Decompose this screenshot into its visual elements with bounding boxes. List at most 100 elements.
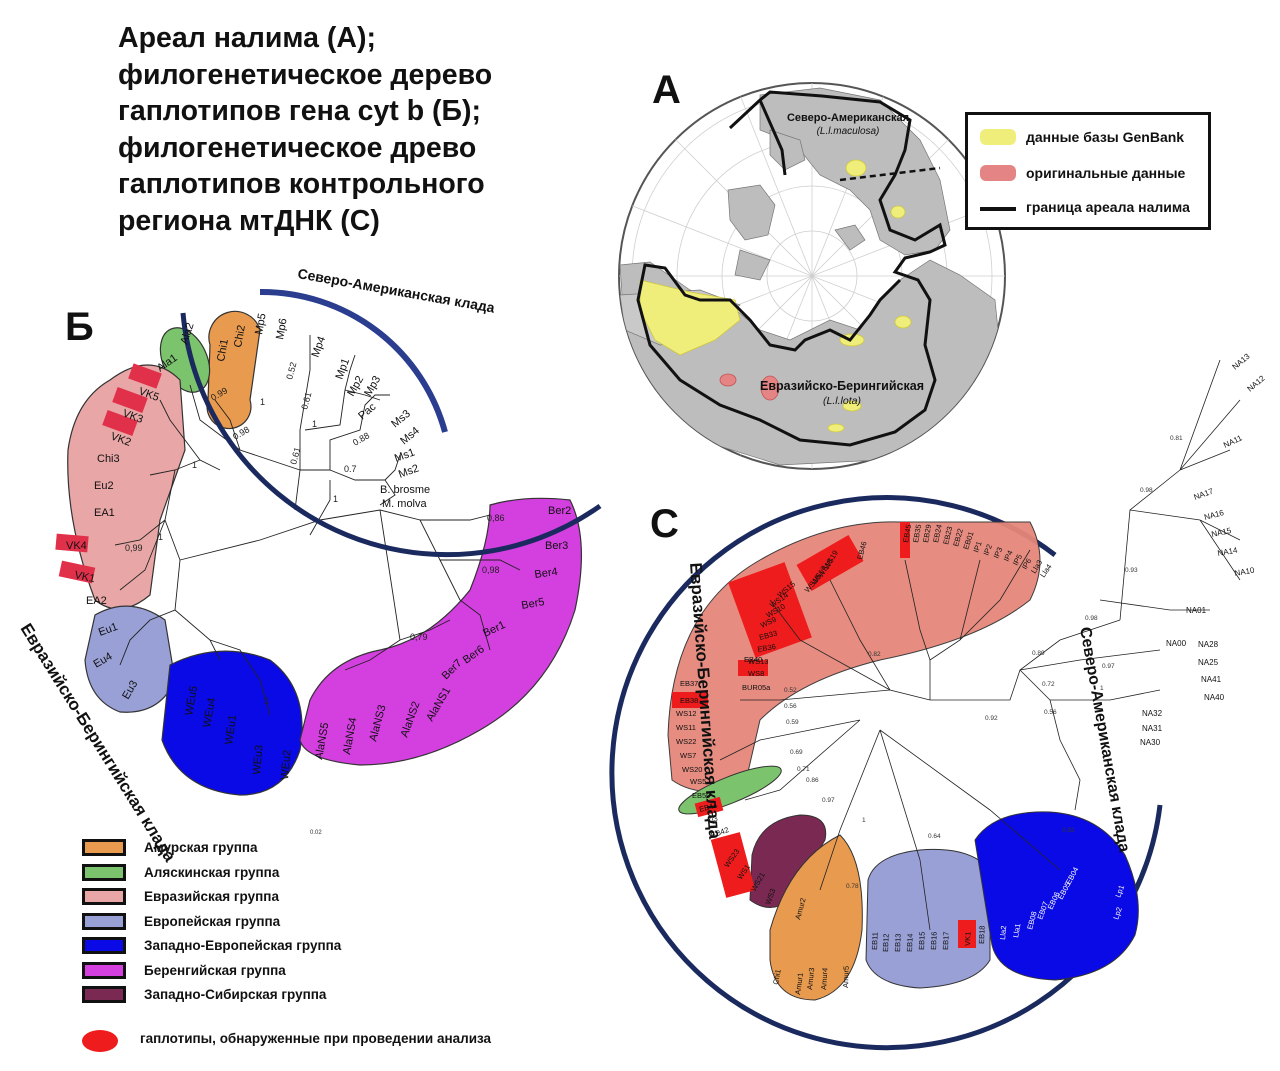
amur-taxon-4: Amur3 [805,967,816,990]
tree-b-na-clade-label: Северо-Американская клада [296,265,496,315]
fan-taxon-5: EB23 [941,525,954,545]
support-07: 0.7 [344,464,357,474]
taxon-ber3: Ber3 [545,540,568,552]
support-061a: 0.61 [299,391,313,411]
tree-c: Евразийско-Берингийская клада Северо-Аме… [609,351,1267,1051]
amur-taxon-5: Amur4 [819,967,830,990]
na-taxon-10: NA00 [1166,639,1187,648]
panel-label-c: С [650,502,679,546]
taxon-ber5: Ber5 [520,596,545,612]
ws-taxon-2: WS12 [676,709,696,718]
taxon-ms4: Ms4 [398,425,422,448]
map-land [619,83,1005,469]
c-support-22: 0.82 [1062,827,1075,834]
c-support-16: 0.71 [797,766,810,773]
taxon-ea2: EA2 [86,595,107,607]
european-swatch [82,912,126,930]
tree-c-euro-taxa: EB11 EB12 EB13 EB14 EB15 EB16 EB17 VK1 E… [870,925,987,952]
support-086: 0,86 [487,513,505,523]
west-siberian-label: Западно-Сибирская группа [144,987,327,1002]
ws-taxon-6: WS20 [682,765,702,774]
na-taxon-6: NA15 [1211,526,1233,539]
weu-taxon-1: Lp1 [1113,884,1126,899]
tree-c-ws-taxa: EB38 WS12 WS11 WS22 WS7 WS20 WS5 [676,696,706,786]
amur-swatch [82,839,126,856]
eurasian-swatch [82,888,126,905]
taxon-weu2: WEu2 [279,749,294,780]
title-line-4: филогенетическое древо [118,131,477,164]
taxon-ms1: Ms1 [393,446,417,464]
found-dot [82,1030,118,1052]
c-support-21: 0.64 [928,833,941,840]
c-support-17: 0.86 [806,777,819,784]
taxon-ber4: Ber4 [534,566,559,581]
fan-taxon-1: EB45 [901,524,913,544]
border-swatch [980,207,1016,211]
figure-title: Ареал налима (А); филогенетическое дерев… [118,20,588,239]
euro-taxon-2: EB12 [881,933,891,952]
c-support-11: 0.82 [868,651,881,658]
fan-taxon-10: IP3 [992,546,1005,560]
tree-c-fan-taxa: EB45 EB35 EB29 EB24 EB23 EB22 EB01 IP1 I… [901,524,1053,580]
na-taxon-13: NA41 [1201,675,1222,684]
taxon-mp4: Mp4 [310,335,329,359]
weu-taxon-9: Lla2 [998,925,1008,940]
support-1b: 1 [260,397,265,407]
eurasian-group-blob [67,364,186,610]
taxon-ms2: Ms2 [397,462,421,480]
tree-c-amur-blob [769,834,863,1001]
euro-taxon-8: EB18 [977,925,987,944]
beringian-group-blob [299,497,583,766]
panel-label-a: А [652,68,681,112]
eu-range-label: Евразийско-Берингийская [760,379,924,393]
taxon-brosme: B. brosme [380,484,430,496]
mid-taxon-3: EB37 [680,679,698,688]
ws-taxon-5: WS7 [680,751,696,760]
map-legend: данные базы GenBank оригинальные данные … [965,112,1211,230]
amur-taxon-6: Amur5 [841,966,851,988]
taxon-weu1: WEu1 [223,714,239,745]
title-line-2: филогенетическое дерево [118,58,493,91]
mid-taxon-1: EB40 [744,655,762,664]
amur-taxon-3: Amur1 [793,972,805,995]
taxon-mp1: Mp1 [334,357,353,381]
na-taxon-9: NA01 [1186,606,1207,615]
title-line-5: гаплотипов контрольного [118,168,485,200]
c-support-15: 0.69 [790,749,803,756]
na-taxon-16: NA31 [1142,724,1163,733]
beringian-label: Беренгийская группа [144,962,286,978]
european-label: Европейская группа [144,913,281,929]
original-data-patches [719,373,780,401]
euro-taxon-4: EB14 [905,933,915,952]
west-european-group-blob [161,650,303,796]
amur-taxon-2: Chi1 [771,969,783,986]
taxon-pac: Pac [356,401,379,423]
tree-c-branches [719,359,1241,931]
support-099b: 0,99 [125,543,143,553]
west-european-swatch [82,937,126,954]
taxon-weu5: WEu5 [183,685,200,717]
c-support-9: 0.97 [1102,663,1115,670]
panel-label-b: Б [65,305,94,349]
tree-c-west-european-blob [974,811,1139,981]
taxon-eu2: Eu2 [94,480,114,492]
tree-c-na-taxa: NA13 NA12 NA11 NA17 NA16 NA15 NA14 NA10 … [1140,351,1267,747]
fan-taxon-9: IP2 [982,543,995,557]
tree-c-support: 0.81 0.98 0.93 0.98 0.89 0.72 0.56 0.92 … [784,435,1183,890]
ws-taxon-7: WS5 [690,777,706,786]
na-taxon-4: NA17 [1193,486,1215,501]
na-taxon-15: NA32 [1142,709,1163,718]
alaska-label: Аляскинская группа [144,864,280,880]
fan-taxon-4: EB24 [931,524,944,544]
title-line-1: Ареал налима (А); [118,22,376,54]
na-taxon-7: NA14 [1217,546,1239,558]
taxon-chi1: Chi1 [215,338,231,362]
ws-taxon-3: WS11 [676,723,696,732]
weu-taxon-2: Lp2 [1111,906,1123,921]
tree-c-mid-taxa: EB40 BUR05a EB37 [680,655,771,692]
tree-c-west-siberian-blob [749,814,827,908]
red-fan-12: WS13 [748,657,768,666]
weu-taxon-8: Lla1 [1011,923,1022,939]
support-1e: 1 [333,494,338,504]
